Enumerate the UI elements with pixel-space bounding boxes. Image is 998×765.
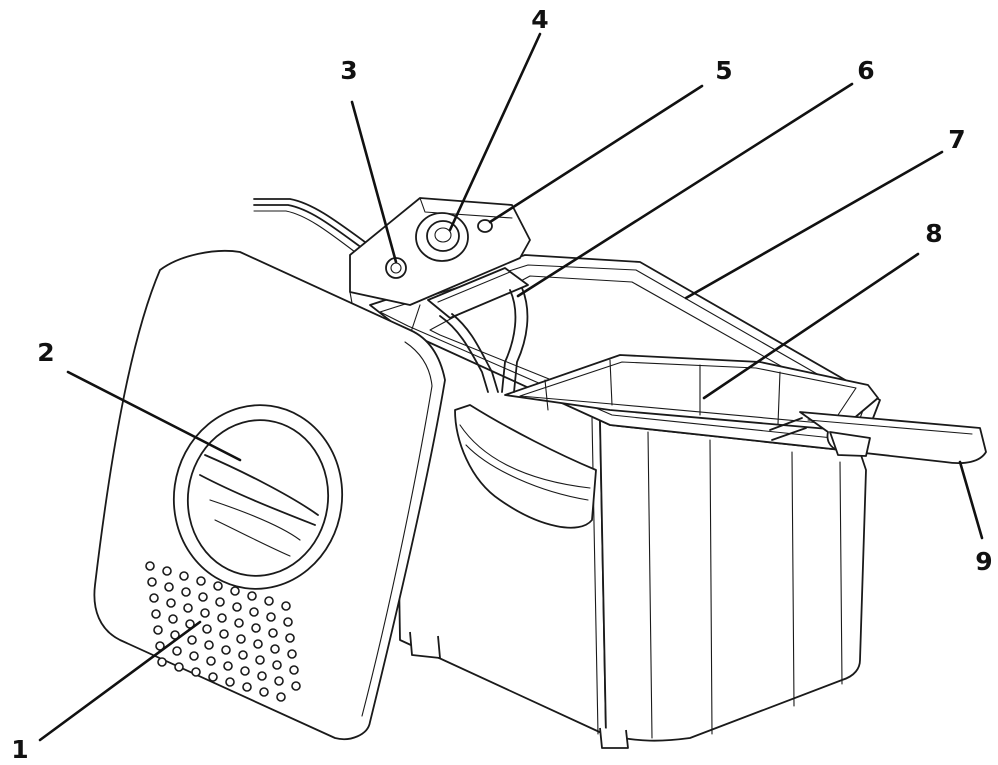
vent-hole [283, 617, 293, 627]
leader-7 [684, 150, 944, 300]
side-handle [454, 404, 597, 529]
callout-5: 5 [715, 56, 732, 85]
leader-5 [488, 84, 704, 224]
vent-hole [255, 655, 265, 665]
fryer-body [369, 254, 881, 749]
vent-hole [291, 681, 301, 691]
callout-4: 4 [531, 5, 548, 34]
vent-hole [289, 665, 299, 675]
callout-9: 9 [975, 547, 992, 576]
vent-hole [149, 593, 159, 603]
callout-1: 1 [11, 735, 28, 764]
vent-hole [181, 587, 191, 597]
lid [93, 249, 446, 740]
vent-hole [251, 623, 261, 633]
callout-2: 2 [37, 338, 54, 367]
vent-hole [151, 609, 161, 619]
vent-hole [266, 612, 276, 622]
vent-hole [147, 577, 157, 587]
leader-6 [516, 82, 854, 298]
vent-hole [232, 602, 242, 612]
vent-hole [157, 657, 167, 667]
callout-3: 3 [340, 56, 357, 85]
vent-hole [213, 581, 223, 591]
frying-basket [504, 354, 879, 431]
callout-8: 8 [925, 219, 942, 248]
vent-hole [270, 644, 280, 654]
vent-hole [249, 607, 259, 617]
vent-hole [276, 692, 286, 702]
vent-hole [242, 682, 252, 692]
vent-hole [259, 687, 269, 697]
callout-6: 6 [857, 56, 874, 85]
leader-8 [702, 252, 920, 400]
vent-hole [281, 601, 291, 611]
vent-hole [264, 596, 274, 606]
vent-hole [183, 603, 193, 613]
vent-hole [168, 614, 178, 624]
vent-hole [247, 591, 257, 601]
vent-hole [202, 624, 212, 634]
basket-handle [769, 411, 987, 465]
vent-hole [223, 661, 233, 671]
vent-hole [153, 625, 163, 635]
vent-hole [187, 635, 197, 645]
vent-hole [268, 628, 278, 638]
heating-element [427, 267, 529, 393]
vent-hole [198, 592, 208, 602]
vent-hole [236, 634, 246, 644]
leader-9 [958, 460, 984, 540]
vent-hole [145, 561, 155, 571]
vent-hole [189, 651, 199, 661]
vent-hole [238, 650, 248, 660]
leader-lines [38, 32, 984, 742]
control-box [349, 197, 531, 336]
leader-3 [350, 100, 398, 264]
vent-hole [196, 576, 206, 586]
vent-hole [274, 676, 284, 686]
vent-hole [172, 646, 182, 656]
callout-7: 7 [948, 125, 965, 154]
vent-hole [174, 662, 184, 672]
leader-4 [448, 32, 542, 232]
vent-hole [206, 656, 216, 666]
vent-hole [253, 639, 263, 649]
vent-hole [221, 645, 231, 655]
vent-hole [225, 677, 235, 687]
vent-hole [204, 640, 214, 650]
leader-1 [38, 620, 202, 742]
vent-hole [217, 613, 227, 623]
vent-hole [287, 649, 297, 659]
vent-hole [200, 608, 210, 618]
vent-hole [257, 671, 267, 681]
lid-vent-grid [145, 561, 301, 702]
vent-hole [179, 571, 189, 581]
vent-hole [230, 586, 240, 596]
power-cord [253, 198, 366, 253]
leader-2 [66, 370, 242, 462]
vent-hole [164, 582, 174, 592]
vent-hole [208, 672, 218, 682]
vent-hole [285, 633, 295, 643]
vent-hole [219, 629, 229, 639]
vent-hole [215, 597, 225, 607]
vent-hole [191, 667, 201, 677]
vent-hole [272, 660, 282, 670]
vent-hole [240, 666, 250, 676]
callout-labels: 1 2 3 4 5 6 7 8 9 [11, 5, 992, 764]
vent-hole [234, 618, 244, 628]
vent-hole [166, 598, 176, 608]
vent-hole [162, 566, 172, 576]
